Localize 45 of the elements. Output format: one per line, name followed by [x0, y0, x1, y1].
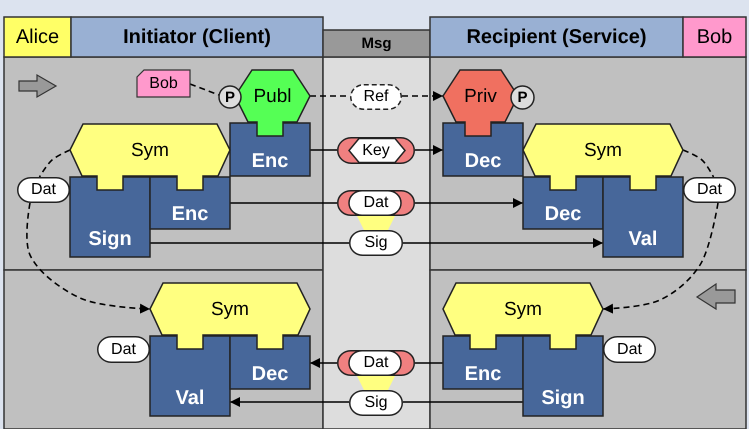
token-label: Sig — [364, 235, 388, 251]
header-label: Initiator (Client) — [123, 27, 271, 47]
dashed-connector — [190, 83, 220, 96]
operation-label: Val — [628, 229, 658, 249]
operation-label: Dec — [464, 150, 502, 170]
operation-label: Enc — [172, 204, 208, 224]
dashed-connector — [38, 149, 70, 178]
arrow — [415, 145, 443, 155]
operation-label: Dec — [544, 204, 582, 224]
badge-label: P — [224, 90, 235, 104]
token-label: Sig — [364, 395, 388, 411]
operation-label: Sign — [88, 229, 132, 249]
key-label: Sym — [131, 140, 169, 160]
operation-label: Sign — [541, 388, 585, 408]
token-label: Dat — [111, 342, 136, 358]
tag-label: Bob — [149, 76, 178, 92]
arrow — [415, 198, 523, 208]
token-label: Dat — [31, 182, 56, 198]
token-label: Dat — [697, 182, 722, 198]
key-label: Sym — [211, 300, 249, 318]
header-label: Msg — [362, 36, 392, 51]
badge-label: P — [517, 90, 528, 105]
header-label: Recipient (Service) — [466, 27, 647, 47]
header-label: Bob — [696, 27, 732, 47]
dashed-connector — [402, 91, 443, 101]
operation-label: Enc — [464, 364, 502, 384]
arrow — [230, 397, 349, 407]
token-label: Dat — [364, 355, 388, 371]
token-label: Ref — [364, 89, 388, 105]
operation-label: Enc — [252, 150, 288, 170]
operation-label: Dec — [252, 364, 288, 384]
key-label: Sym — [504, 300, 542, 318]
key-label: Sym — [584, 140, 622, 160]
arrow — [310, 358, 337, 368]
dashed-connector — [602, 202, 719, 314]
arrow — [403, 238, 603, 248]
operation-label: Val — [176, 388, 204, 408]
token-label: Key — [362, 142, 390, 158]
token-label: Dat — [364, 195, 388, 211]
dashed-connector — [26, 202, 150, 314]
token-label: Dat — [617, 342, 642, 358]
key-label: Publ — [253, 86, 292, 106]
dashed-connector — [682, 149, 714, 178]
key-label: Priv — [464, 86, 497, 106]
header-label: Alice — [16, 27, 60, 47]
